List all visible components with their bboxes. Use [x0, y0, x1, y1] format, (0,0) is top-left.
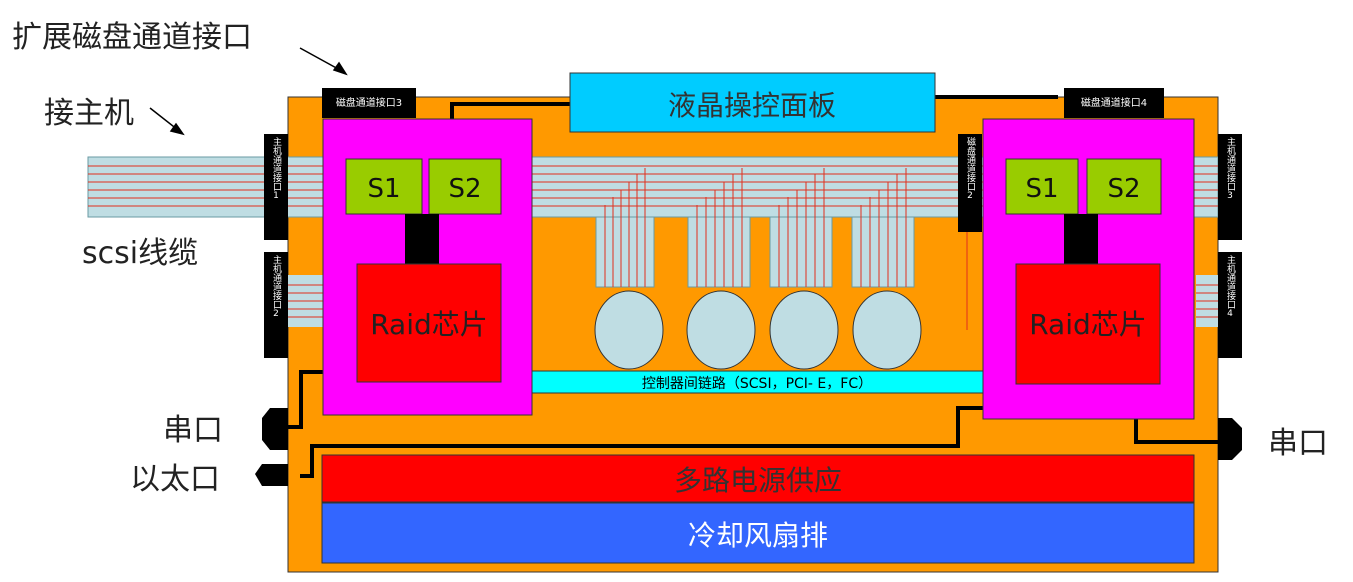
raid-chip-left: [356, 263, 502, 383]
disk-drop-3: [769, 168, 833, 288]
disk-bay: [594, 168, 922, 370]
raid-chip-right-label: Raid芯片: [1029, 308, 1147, 341]
disk-drive-2: [686, 290, 756, 370]
lcd-panel-label: 液晶操控面板: [668, 89, 836, 122]
lcd-panel: [569, 72, 936, 133]
switch-s1-right-label: S1: [1025, 174, 1058, 204]
switch-s2-right: [1086, 158, 1162, 215]
controller-interlink: [531, 370, 984, 394]
disk-drive-4: [852, 290, 922, 370]
controller-interlink-label: 控制器间链路（SCSI，PCI- E，FC）: [642, 376, 872, 392]
controller-right: S1 S2 Raid芯片: [982, 118, 1195, 420]
ethernet-port-connector: [255, 464, 288, 486]
disk-port-3: [322, 88, 416, 118]
disk-port-4: [1064, 88, 1164, 118]
host-port-2-label: 主机通道接口2: [271, 255, 281, 319]
ethernet-port-label: 以太口: [130, 462, 220, 497]
disk-port-2: [958, 134, 982, 232]
chip-connector-left: [405, 214, 439, 264]
wiring: [288, 95, 1218, 478]
switch-s1-left: [345, 158, 423, 215]
power-supply-label: 多路电源供应: [674, 464, 842, 497]
disk-port-3-label: 磁盘通道接口3: [335, 98, 403, 109]
raid-chip-right: [1015, 263, 1161, 385]
switch-s1-left-label: S1: [367, 174, 400, 204]
host-port-3-label: 主机通道接口3: [1225, 137, 1235, 201]
switch-s1-right: [1005, 158, 1079, 215]
chip-connector-right: [1064, 214, 1098, 264]
host-port-1: [264, 134, 288, 240]
raid-chip-left-label: Raid芯片: [370, 308, 488, 341]
disk-drop-4: [851, 168, 915, 288]
host-port-4: [1218, 252, 1242, 358]
host-label: 接主机: [44, 96, 134, 131]
host-port-2: [264, 252, 288, 358]
disk-drop-1: [595, 168, 655, 288]
cooling-fans-label: 冷却风扇排: [688, 519, 828, 552]
serial-port-left-connector: [262, 408, 288, 450]
disk-port-2-label: 磁盘通道接口2: [965, 137, 975, 201]
host-port-4-label: 主机通道接口4: [1225, 255, 1235, 319]
expansion-port-label: 扩展磁盘通道接口: [12, 20, 252, 55]
switch-s2-left-label: S2: [448, 174, 481, 204]
disk-port-4-label: 磁盘通道接口4: [1080, 98, 1148, 109]
disk-drive-3: [769, 290, 839, 370]
power-supply: [321, 454, 1195, 503]
controller-left: S1 S2 Raid芯片: [322, 118, 533, 416]
scsi-cable-label: scsi线缆: [82, 236, 199, 271]
serial-port-right-connector: [1218, 418, 1242, 460]
host-port-1-label: 主机通道接口1: [271, 137, 281, 201]
switch-s2-left: [428, 158, 502, 215]
host-port-3: [1218, 134, 1242, 240]
callout-arrows: [149, 47, 348, 136]
disk-drive-1: [594, 290, 664, 370]
disk-drop-2: [687, 168, 751, 288]
cooling-fans: [321, 502, 1195, 564]
serial-port-left-label: 串口: [163, 413, 223, 448]
serial-port-right-label: 串口: [1268, 426, 1328, 461]
switch-s2-right-label: S2: [1107, 174, 1140, 204]
